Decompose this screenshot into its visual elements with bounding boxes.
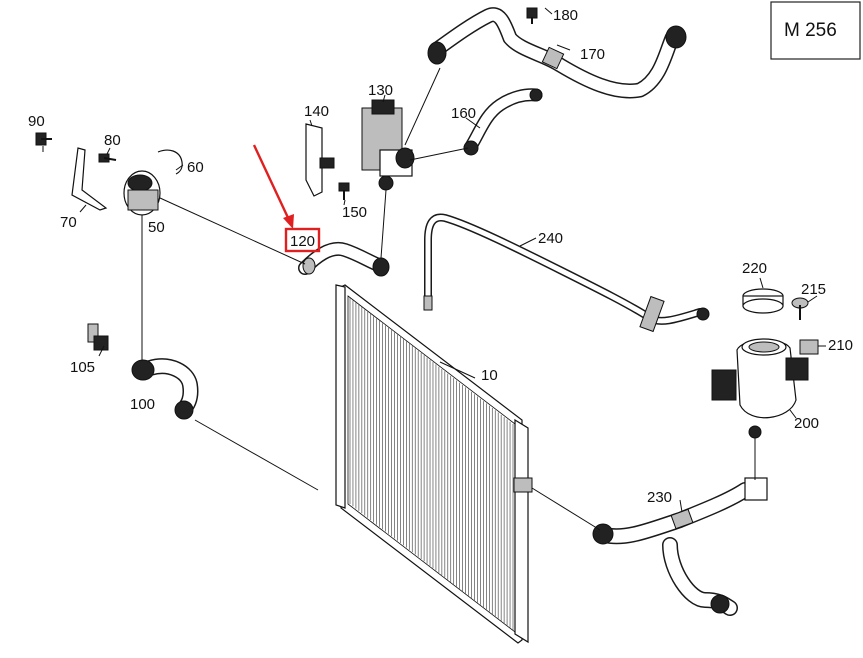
part-105-fitting[interactable] (87, 323, 109, 351)
part-50-pump[interactable] (123, 170, 161, 216)
label-200: 200 (794, 415, 819, 432)
hose-230[interactable] (592, 477, 768, 616)
radiator[interactable] (335, 284, 533, 644)
part-150-bolt[interactable] (338, 182, 350, 200)
hose-170[interactable] (427, 7, 687, 99)
part-labels: 10 50 60 70 80 90 100 105 120 130 140 15… (28, 7, 853, 506)
hose-240[interactable] (423, 213, 710, 333)
part-140-bracket[interactable] (305, 123, 335, 197)
label-230: 230 (647, 489, 672, 506)
part-180-bolt[interactable] (526, 7, 538, 24)
label-210: 210 (828, 337, 853, 354)
label-140: 140 (304, 103, 329, 120)
label-80: 80 (104, 132, 121, 149)
label-150: 150 (342, 204, 367, 221)
label-120: 120 (290, 233, 315, 250)
label-60: 60 (187, 159, 204, 176)
label-105: 105 (70, 359, 95, 376)
part-80-bolt[interactable] (98, 153, 117, 163)
label-215: 215 (801, 281, 826, 298)
hose-120[interactable] (298, 241, 390, 277)
label-170: 170 (580, 46, 605, 63)
hose-100[interactable] (131, 358, 199, 420)
part-210-clip[interactable] (799, 339, 819, 355)
hose-160[interactable] (463, 88, 543, 156)
label-130: 130 (368, 82, 393, 99)
leader-lines (42, 7, 826, 531)
part-70-bracket[interactable] (71, 147, 108, 211)
label-100: 100 (130, 396, 155, 413)
label-50: 50 (148, 219, 165, 236)
engine-code-box: M 256 (770, 1, 861, 60)
part-130-housing[interactable] (361, 99, 415, 191)
engine-code-label: M 256 (784, 20, 837, 41)
part-215-screw[interactable] (791, 297, 809, 320)
highlight-box-120 (284, 227, 321, 253)
part-60-clamp[interactable] (157, 149, 183, 175)
label-160: 160 (451, 105, 476, 122)
label-180: 180 (553, 7, 578, 24)
label-90: 90 (28, 113, 45, 130)
label-220: 220 (742, 260, 767, 277)
highlight-arrow (252, 144, 294, 229)
label-240: 240 (538, 230, 563, 247)
label-70: 70 (60, 214, 77, 231)
part-220-cap[interactable] (742, 288, 784, 314)
label-10: 10 (481, 367, 498, 384)
part-200-expansion-tank[interactable] (711, 338, 809, 439)
part-90-bolt[interactable] (35, 132, 52, 146)
